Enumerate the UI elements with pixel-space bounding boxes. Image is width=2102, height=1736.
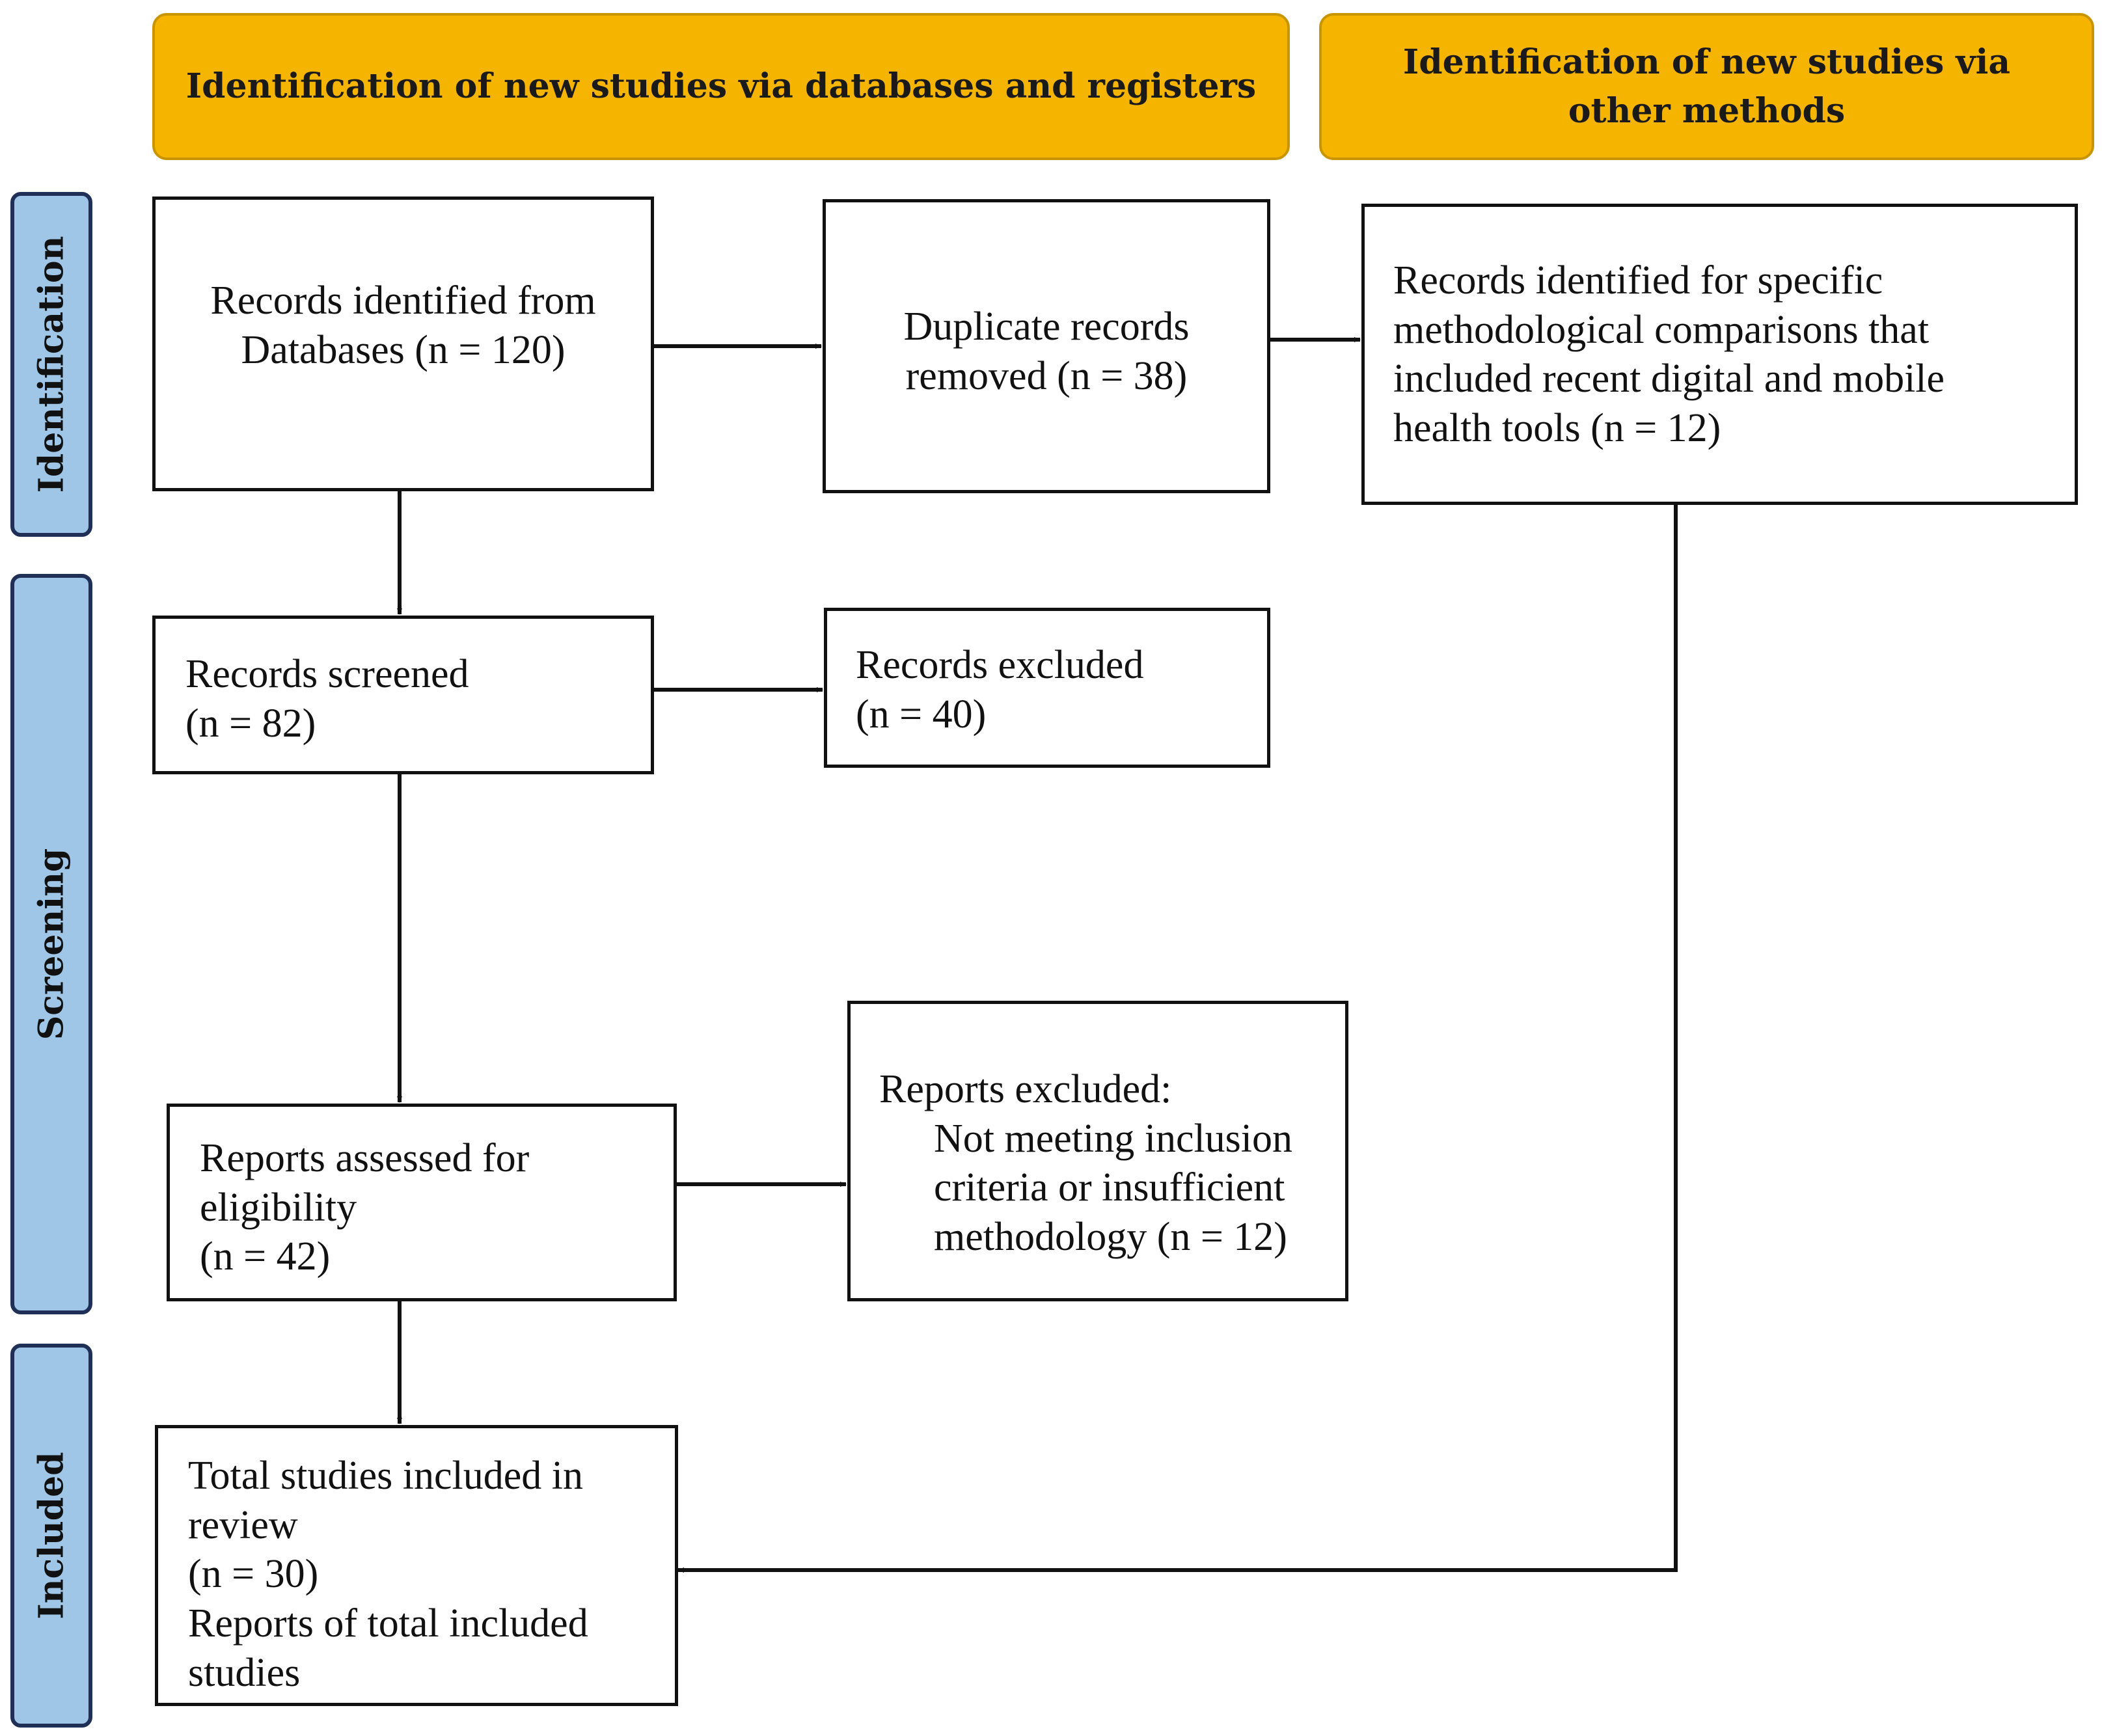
phase-screening-label: Screening bbox=[31, 848, 72, 1040]
reports-excluded-box: Reports excluded: Not meeting inclusion … bbox=[847, 1001, 1348, 1301]
records-identified-line-2: Databases (n = 120) bbox=[241, 327, 566, 372]
duplicates-removed-line-2: removed (n = 38) bbox=[905, 353, 1188, 398]
total-included-line-1: Total studies included in bbox=[188, 1454, 583, 1498]
total-included-box: Total studies included in review (n = 30… bbox=[155, 1425, 678, 1706]
duplicates-removed-line-1: Duplicate records bbox=[903, 305, 1190, 349]
records-identified-box: Records identified from Databases (n = 1… bbox=[152, 197, 654, 491]
arrow-other-records-to-included bbox=[677, 505, 1678, 1573]
reports-assessed-line-3: (n = 42) bbox=[200, 1234, 331, 1279]
reports-excluded-reason: Not meeting inclusion criteria or insuff… bbox=[879, 1115, 1345, 1262]
other-methods-records-line-2: methodological comparisons that bbox=[1393, 307, 1930, 352]
reports-excluded-title: Reports excluded: bbox=[879, 1067, 1172, 1111]
phase-identification-label: Identification bbox=[31, 236, 72, 493]
reports-assessed-line-2: eligibility bbox=[200, 1185, 357, 1230]
total-included-line-3: (n = 30) bbox=[188, 1552, 319, 1597]
reports-excluded-reason-line-1: Not meeting inclusion bbox=[934, 1116, 1293, 1161]
duplicates-removed-box: Duplicate records removed (n = 38) bbox=[823, 199, 1270, 493]
phase-included-label: Included bbox=[31, 1452, 72, 1620]
records-identified-line-1: Records identified from bbox=[210, 278, 596, 323]
total-included-line-2: review bbox=[188, 1502, 298, 1547]
records-screened-line-1: Records screened bbox=[185, 652, 469, 696]
total-included-line-4: Reports of total included bbox=[188, 1601, 588, 1646]
header-other-methods-text: Identification of new studies via other … bbox=[1402, 42, 2011, 131]
records-excluded-box: Records excluded (n = 40) bbox=[824, 608, 1270, 768]
phase-included: Included bbox=[10, 1344, 92, 1728]
records-excluded-line-2: (n = 40) bbox=[856, 692, 987, 737]
other-methods-records-box: Records identified for specific methodol… bbox=[1361, 204, 2078, 505]
other-methods-records-line-4: health tools (n = 12) bbox=[1393, 405, 1721, 450]
records-screened-box: Records screened (n = 82) bbox=[152, 616, 654, 774]
phase-identification: Identification bbox=[10, 192, 92, 537]
total-included-line-5: studies bbox=[188, 1650, 301, 1695]
phase-screening: Screening bbox=[10, 574, 92, 1314]
header-databases-text: Identification of new studies via databa… bbox=[185, 66, 1257, 107]
reports-assessed-line-1: Reports assessed for bbox=[200, 1136, 530, 1180]
other-methods-records-line-3: included recent digital and mobile bbox=[1393, 357, 1945, 401]
reports-excluded-reason-line-3: methodology (n = 12) bbox=[934, 1214, 1287, 1259]
header-other-methods: Identification of new studies via other … bbox=[1319, 13, 2094, 160]
header-databases: Identification of new studies via databa… bbox=[152, 13, 1290, 160]
reports-excluded-reason-line-2: criteria or insufficient bbox=[934, 1165, 1285, 1210]
records-screened-line-2: (n = 82) bbox=[185, 701, 316, 746]
other-methods-records-line-1: Records identified for specific bbox=[1393, 258, 1883, 303]
reports-assessed-box: Reports assessed for eligibility (n = 42… bbox=[167, 1104, 677, 1301]
records-excluded-line-1: Records excluded bbox=[856, 643, 1144, 687]
